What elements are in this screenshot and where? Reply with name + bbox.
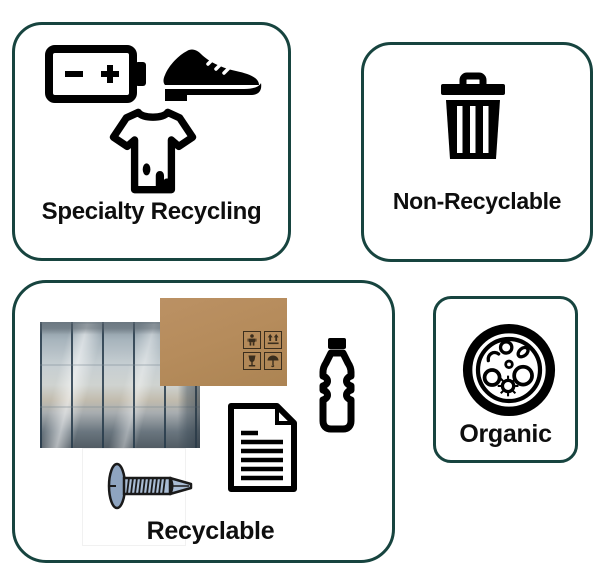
keep-dry-umbrella-icon: [264, 352, 282, 370]
shipping-symbols: [243, 331, 282, 370]
battery-icon: [45, 45, 146, 103]
paper-document-icon: [228, 403, 297, 492]
handle-with-care-icon: [243, 331, 261, 349]
metal-screw-icon: [107, 462, 193, 510]
trash-can-icon: [441, 72, 505, 159]
screw-image-backdrop: [82, 448, 186, 546]
stained-tshirt-icon: [109, 108, 197, 194]
fragile-glass-icon: [243, 352, 261, 370]
petri-dish-icon: [462, 323, 556, 417]
category-card-recyclable: Recyclable: [12, 280, 395, 563]
this-way-up-icon: [264, 331, 282, 349]
category-card-specialty-recycling: Specialty Recycling: [12, 22, 291, 261]
cardboard-box-photo: [160, 298, 287, 386]
category-card-organic: Organic: [433, 296, 578, 463]
category-label-non-recyclable: Non-Recyclable: [392, 188, 562, 214]
category-label-recyclable: Recyclable: [146, 517, 275, 545]
category-card-non-recyclable: Non-Recyclable: [361, 42, 593, 262]
category-label-specialty-recycling: Specialty Recycling: [41, 198, 262, 225]
dress-shoe-icon: [163, 49, 262, 101]
plastic-bottle-icon: [319, 338, 355, 433]
category-label-organic: Organic: [459, 420, 552, 448]
